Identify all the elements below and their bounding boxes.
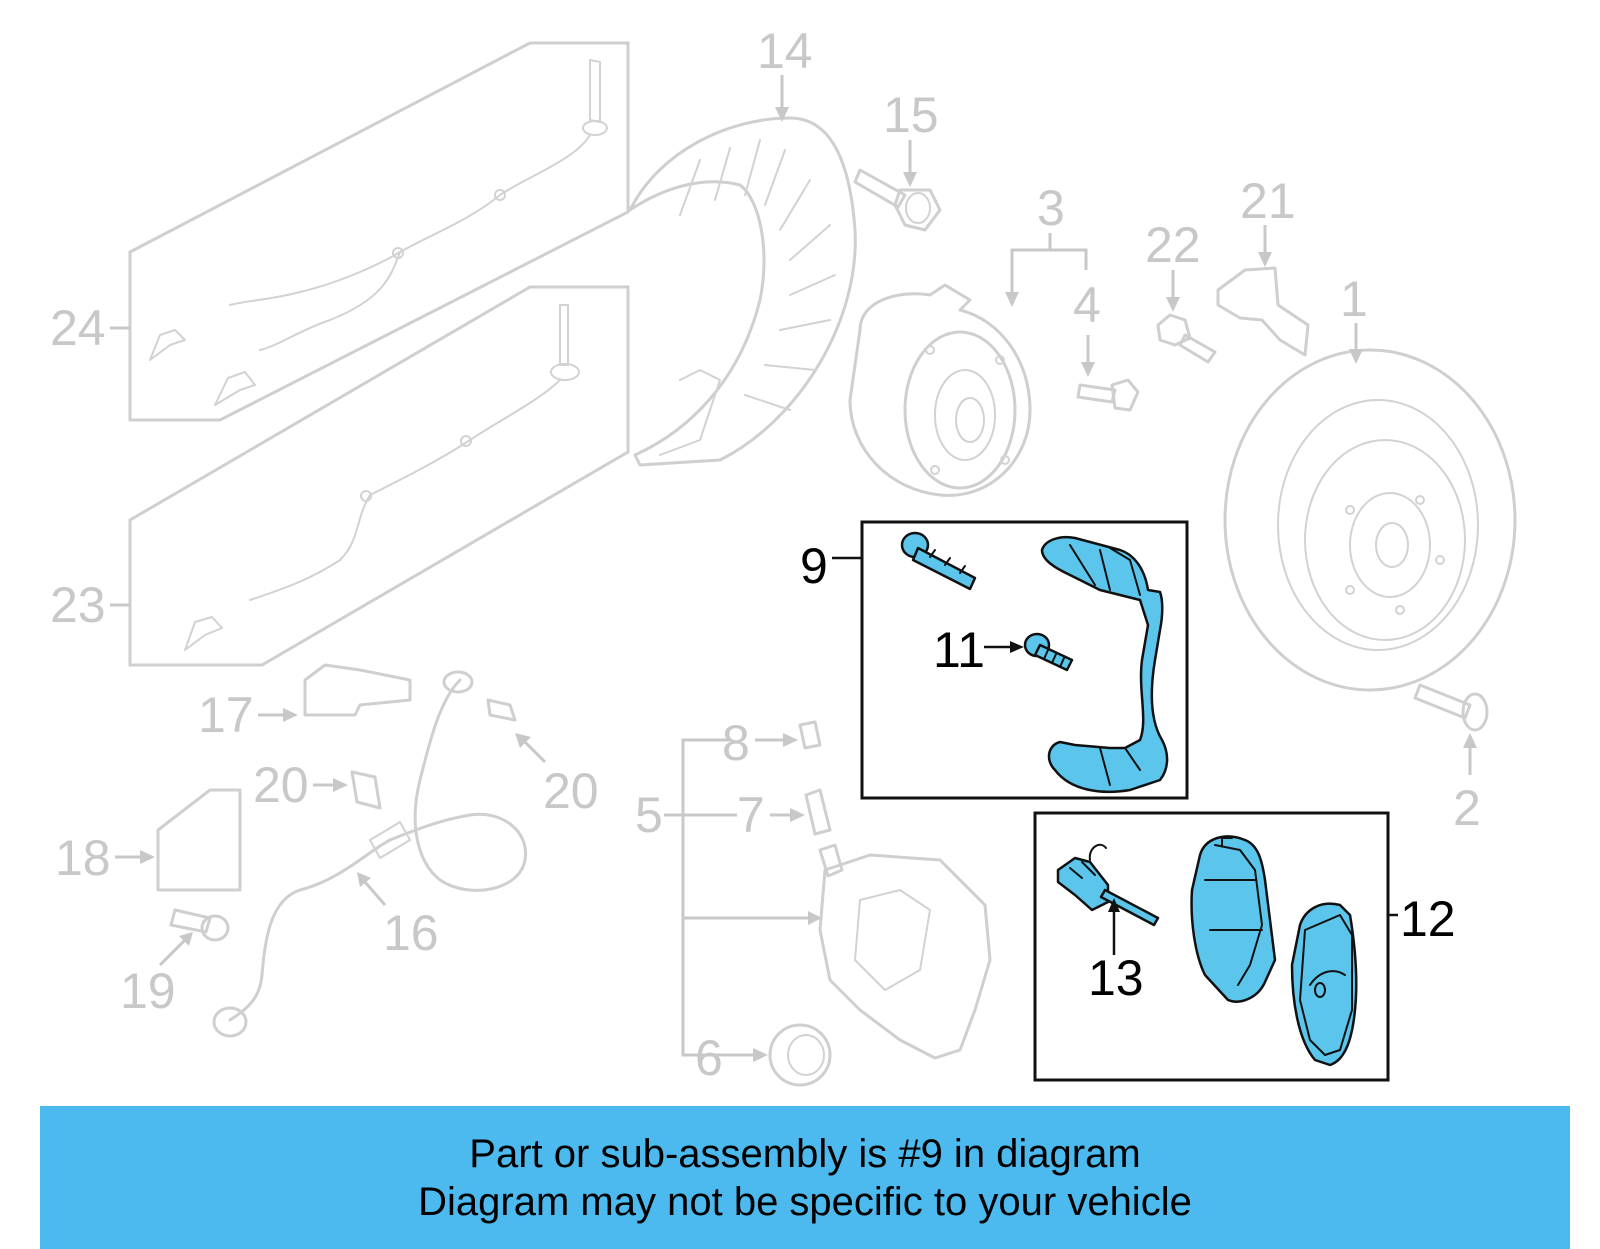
part-8-cap[interactable] xyxy=(798,720,822,750)
part-13-wear-sensor[interactable] xyxy=(1056,843,1160,927)
callout-5: 5 xyxy=(635,787,663,843)
callout-16: 16 xyxy=(383,905,439,961)
part-23-wheel-speed-sensor-wire[interactable] xyxy=(128,285,630,667)
part-12-brake-pad-set[interactable]: 12 13 xyxy=(1033,811,1456,1082)
callout-9: 9 xyxy=(800,538,828,594)
callout-14: 14 xyxy=(757,23,813,79)
part-17-bracket[interactable] xyxy=(303,663,412,717)
callout-21: 21 xyxy=(1240,173,1296,229)
part-9-box xyxy=(860,520,1189,800)
callout-11: 11 xyxy=(933,622,985,678)
callout-15: 15 xyxy=(883,87,939,143)
part-14-splash-shield[interactable] xyxy=(628,116,857,467)
part-4-hub-bolt[interactable] xyxy=(1076,378,1140,412)
banner-line-1: Part or sub-assembly is #9 in diagram xyxy=(469,1131,1141,1176)
part-12-box xyxy=(1033,811,1390,1082)
part-1-brake-rotor[interactable] xyxy=(1223,348,1517,692)
callout-3: 3 xyxy=(1037,180,1065,236)
part-9-caliper-bracket-kit[interactable]: 9 11 xyxy=(800,520,1189,800)
part-20-clip-right[interactable] xyxy=(486,698,517,722)
callout-6: 6 xyxy=(695,1030,723,1086)
part-5-brake-caliper[interactable] xyxy=(681,738,992,1060)
part-16-brake-hose[interactable] xyxy=(212,670,527,1038)
callout-20-right: 20 xyxy=(543,763,599,819)
part-24-wheel-speed-sensor-wire[interactable] xyxy=(128,41,630,422)
part-21-bracket[interactable] xyxy=(1216,266,1310,357)
callout-12: 12 xyxy=(1400,891,1456,947)
caliper-bracket[interactable] xyxy=(1040,535,1169,794)
callout-17: 17 xyxy=(198,687,254,743)
callout-8: 8 xyxy=(722,715,750,771)
part-18-bracket[interactable] xyxy=(156,788,242,892)
info-banner: Part or sub-assembly is #9 in diagram Di… xyxy=(40,1106,1570,1249)
part-3-hub-bearing[interactable] xyxy=(848,283,1032,497)
callout-22: 22 xyxy=(1145,217,1201,273)
part-7-bleeder-valve[interactable] xyxy=(804,788,832,836)
guide-pin-bolt[interactable] xyxy=(900,531,977,591)
callout-2: 2 xyxy=(1453,780,1481,836)
part-19-bolt[interactable] xyxy=(169,908,230,942)
callout-1: 1 xyxy=(1340,271,1368,327)
grey-callouts: 14 15 3 4 22 21 1 2 24 23 17 20 xyxy=(50,23,1481,1086)
callout-18: 18 xyxy=(55,830,111,886)
part-22-bolt[interactable] xyxy=(1156,313,1217,364)
callout-19: 19 xyxy=(120,963,176,1019)
callout-4: 4 xyxy=(1073,277,1101,333)
part-6-seal[interactable] xyxy=(768,1023,832,1087)
part-20-clip-left[interactable] xyxy=(350,770,382,810)
callout-20-left: 20 xyxy=(253,757,309,813)
callout-7: 7 xyxy=(737,787,765,843)
part-2-rotor-screw[interactable] xyxy=(1413,683,1489,732)
callout-23: 23 xyxy=(50,577,106,633)
callout-13: 13 xyxy=(1088,950,1144,1006)
banner-line-2: Diagram may not be specific to your vehi… xyxy=(418,1179,1192,1224)
part-11-bolt[interactable] xyxy=(1023,632,1074,672)
part-15-bolt[interactable] xyxy=(853,168,942,232)
inner-brake-pad[interactable] xyxy=(1190,835,1277,1003)
callout-24: 24 xyxy=(50,300,106,356)
outer-brake-pad[interactable] xyxy=(1290,902,1358,1067)
